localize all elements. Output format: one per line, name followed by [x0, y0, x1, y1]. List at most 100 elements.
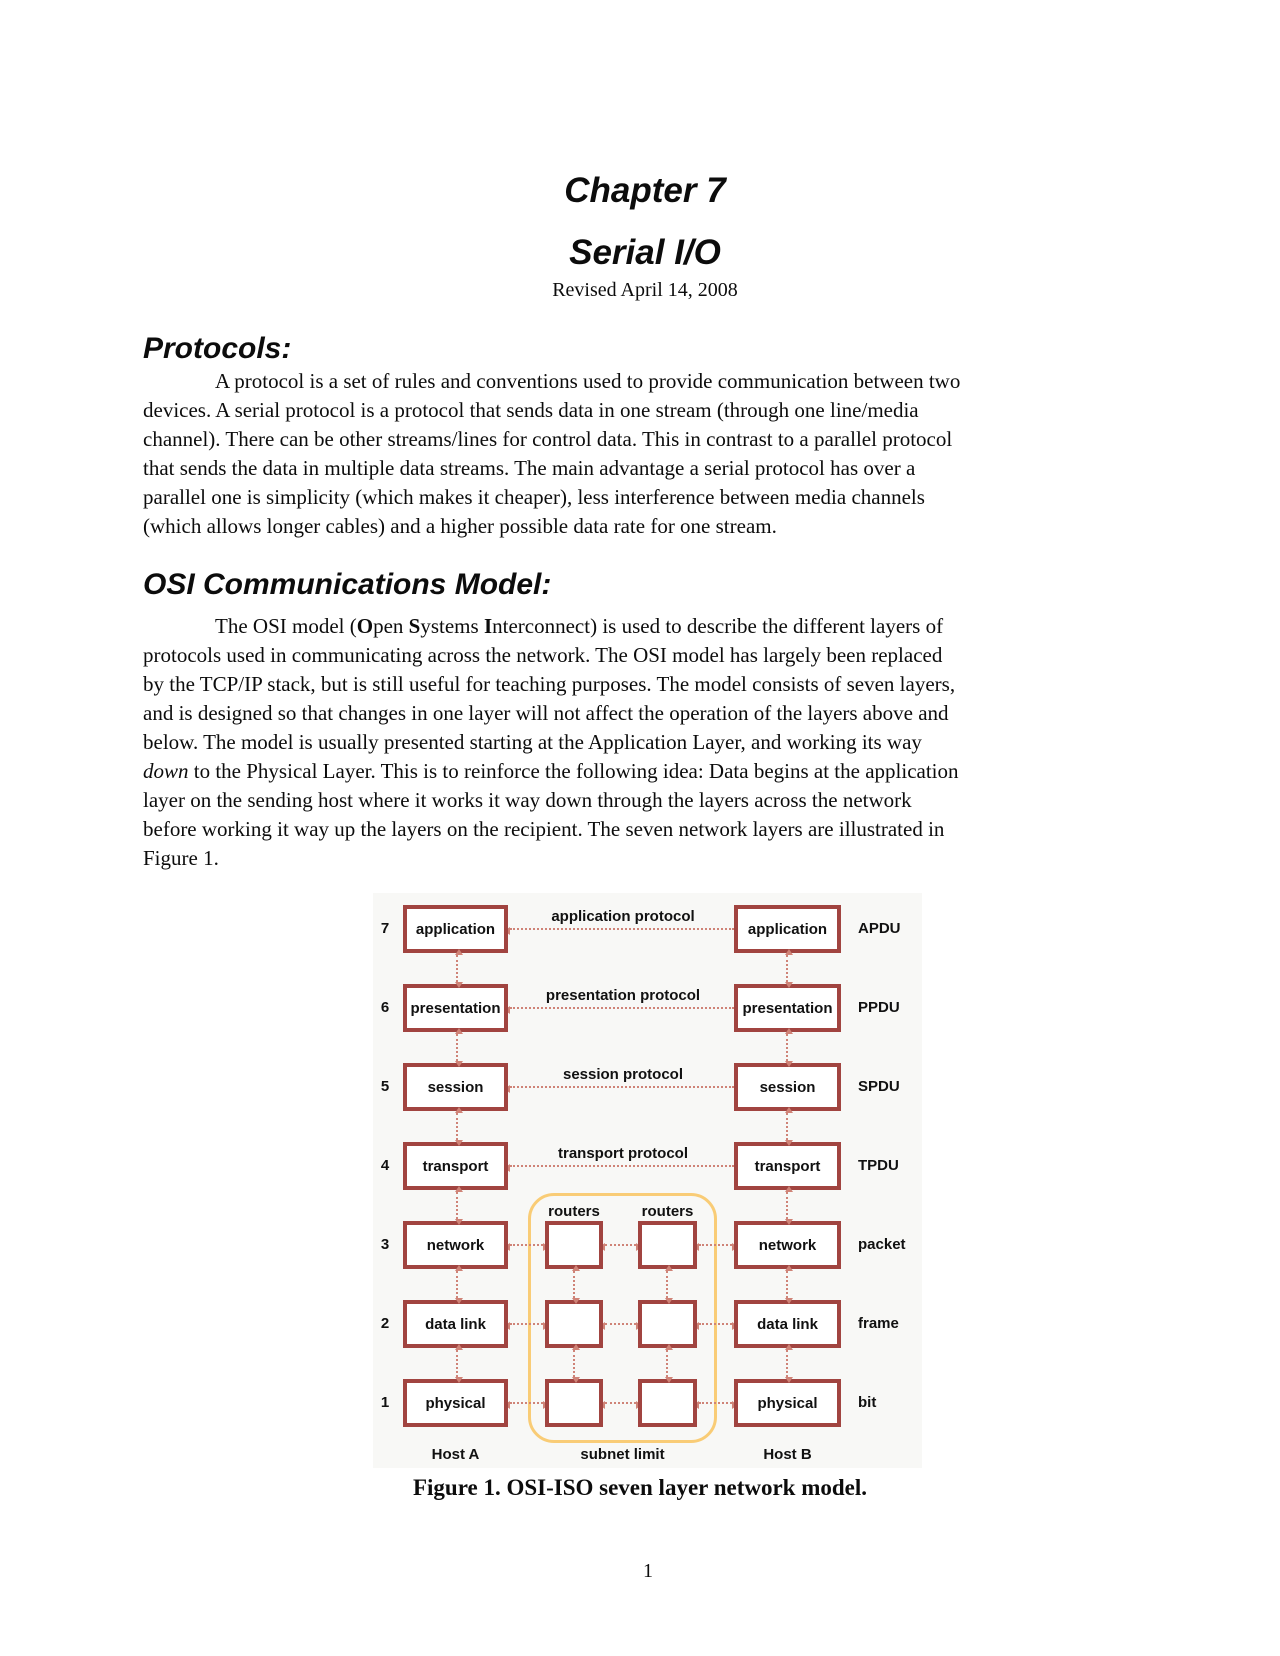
router-box [545, 1379, 603, 1427]
layer-label: session [759, 1078, 816, 1096]
vertical-arrow [665, 1344, 673, 1383]
router-box [545, 1221, 603, 1269]
pdu-label: TPDU [858, 1157, 899, 1174]
layer-box-left: session [403, 1063, 508, 1111]
paragraph-line: down to the Physical Layer. This is to r… [143, 757, 1153, 786]
layer-box-right: application [734, 905, 841, 953]
layer-number: 5 [380, 1078, 390, 1095]
vertical-arrow [785, 1028, 793, 1067]
vertical-arrow [455, 1344, 463, 1383]
layer-label: physical [425, 1394, 486, 1412]
section-heading-protocols: Protocols: [143, 332, 292, 365]
vertical-arrow [455, 1186, 463, 1225]
layer-label: session [427, 1078, 484, 1096]
vertical-arrow [572, 1344, 580, 1383]
vertical-arrow [572, 1265, 580, 1304]
paragraph-line: A protocol is a set of rules and convent… [215, 369, 961, 393]
layer-number: 6 [380, 999, 390, 1016]
layer-label: transport [422, 1157, 489, 1175]
protocol-label: presentation protocol [545, 987, 701, 1004]
text-run: pen [373, 614, 409, 638]
text-run: to the Physical Layer. This is to reinfo… [188, 759, 959, 783]
page-number: 1 [643, 1560, 653, 1582]
text-run: The OSI model ( [215, 614, 357, 638]
layer-box-left: data link [403, 1300, 508, 1348]
bold-letter: O [356, 614, 374, 638]
bold-letter: I [483, 614, 493, 638]
layer-number: 2 [380, 1315, 390, 1332]
layer-number: 4 [380, 1157, 390, 1174]
vertical-arrow [785, 1344, 793, 1383]
chapter-title: Chapter 7 [564, 171, 726, 210]
vertical-arrow [785, 1186, 793, 1225]
vertical-arrow [665, 1265, 673, 1304]
section-heading-osi-model: OSI Communications Model: [143, 568, 552, 601]
vertical-arrow [455, 1265, 463, 1304]
layer-box-left: physical [403, 1379, 508, 1427]
paragraph-line: before working it way up the layers on t… [143, 817, 945, 841]
paragraph-line: The OSI model (Open Systems Interconnect… [143, 612, 1153, 641]
protocol-label: session protocol [562, 1066, 684, 1083]
vertical-arrow [455, 1107, 463, 1146]
link-arrow [693, 1401, 738, 1409]
layer-label: data link [757, 1315, 818, 1333]
layer-box-right: session [734, 1063, 841, 1111]
vertical-arrow [455, 1028, 463, 1067]
layer-box-right: presentation [734, 984, 841, 1032]
layer-label: network [758, 1236, 817, 1254]
pdu-label: PPDU [858, 999, 900, 1016]
text-run: nterconnect) is used to describe the dif… [492, 614, 944, 638]
link-arrow [599, 1401, 642, 1409]
protocols-paragraph: A protocol is a set of rules and convent… [143, 367, 1153, 541]
text-run: ystems [420, 614, 484, 638]
layer-label: transport [754, 1157, 821, 1175]
figure-osi-model: 7 application protocol application appli… [373, 893, 922, 1468]
protocol-arrow [504, 1164, 740, 1172]
osi-paragraph: The OSI model (Open Systems Interconnect… [143, 612, 1153, 873]
protocol-arrow [504, 1085, 740, 1093]
paragraph-line: layer on the sending host where it works… [143, 788, 912, 812]
doc-subtitle: Serial I/O [569, 233, 721, 272]
layer-label: data link [425, 1315, 486, 1333]
vertical-arrow [785, 1107, 793, 1146]
layer-box-right: transport [734, 1142, 841, 1190]
layer-number: 7 [380, 920, 390, 937]
layer-label: application [747, 920, 828, 938]
protocol-arrow [504, 1006, 740, 1014]
figure-caption: Figure 1. OSI-ISO seven layer network mo… [412, 1475, 868, 1500]
subnet-limit-outline [528, 1193, 717, 1443]
link-arrow [693, 1243, 738, 1251]
layer-number: 1 [380, 1394, 390, 1411]
pdu-label: bit [858, 1394, 877, 1411]
paragraph-line: (which allows longer cables) and a highe… [143, 514, 777, 538]
router-box [638, 1379, 697, 1427]
routers-label: routers [641, 1203, 694, 1220]
router-box [545, 1300, 603, 1348]
paragraph-line: that sends the data in multiple data str… [143, 456, 916, 480]
paragraph-line: parallel one is simplicity (which makes … [143, 485, 925, 509]
link-arrow [599, 1322, 642, 1330]
italic-word: down [143, 759, 189, 783]
layer-label: network [426, 1236, 485, 1254]
protocol-arrow [504, 927, 740, 935]
layer-number: 3 [380, 1236, 390, 1253]
pdu-label: frame [858, 1315, 899, 1332]
protocol-label: application protocol [551, 908, 695, 925]
layer-box-right: physical [734, 1379, 841, 1427]
revision-date: Revised April 14, 2008 [552, 279, 738, 301]
layer-box-right: network [734, 1221, 841, 1269]
vertical-arrow [455, 949, 463, 988]
layer-box-left: network [403, 1221, 508, 1269]
layer-label: application [415, 920, 496, 938]
router-box [638, 1221, 697, 1269]
link-arrow [504, 1243, 549, 1251]
paragraph-line: and is designed so that changes in one l… [143, 701, 949, 725]
layer-box-right: data link [734, 1300, 841, 1348]
link-arrow [693, 1322, 738, 1330]
layer-label: presentation [742, 999, 833, 1017]
layer-box-left: application [403, 905, 508, 953]
paragraph-line: devices. A serial protocol is a protocol… [143, 398, 919, 422]
paragraph-line: Figure 1. [143, 846, 219, 870]
subnet-limit-label: subnet limit [580, 1446, 665, 1463]
